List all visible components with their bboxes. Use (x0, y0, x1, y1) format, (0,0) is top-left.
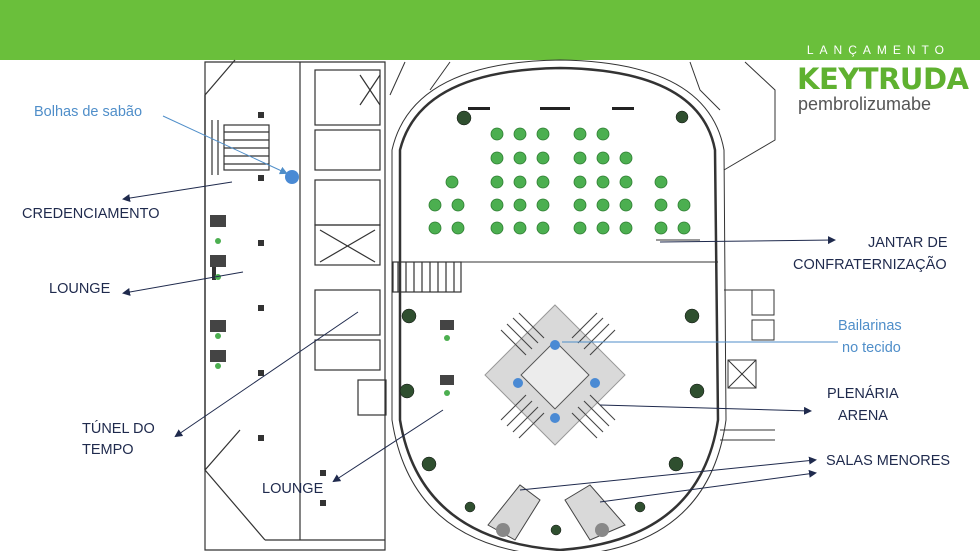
brand-subtitle: pembrolizumabe (798, 94, 932, 114)
header-bar (0, 0, 980, 60)
label-lounge-bottom: LOUNGE (262, 481, 324, 497)
label-plenaria-line1: PLENÁRIA (827, 386, 899, 402)
label-plenaria-line2: ARENA (838, 408, 888, 424)
label-jantar-line1: JANTAR DE (868, 235, 948, 251)
label-lounge-left: LOUNGE (49, 281, 111, 297)
label-salas-menores: SALAS MENORES (826, 453, 951, 469)
label-tunel-line2: TEMPO (82, 442, 134, 458)
brand-logo: KEYTRUDA (797, 62, 969, 96)
label-bailarinas-line1: Bailarinas (838, 318, 902, 334)
label-jantar-line2: CONFRATERNIZAÇÃO (793, 257, 947, 273)
label-bolhas: Bolhas de sabão (34, 104, 143, 120)
label-tunel-line1: TÚNEL DO (82, 421, 155, 437)
brand-tagline: LANÇAMENTO (806, 43, 950, 57)
label-credenciamento: CREDENCIAMENTO (22, 206, 160, 222)
label-bailarinas-line2: no tecido (842, 340, 901, 356)
